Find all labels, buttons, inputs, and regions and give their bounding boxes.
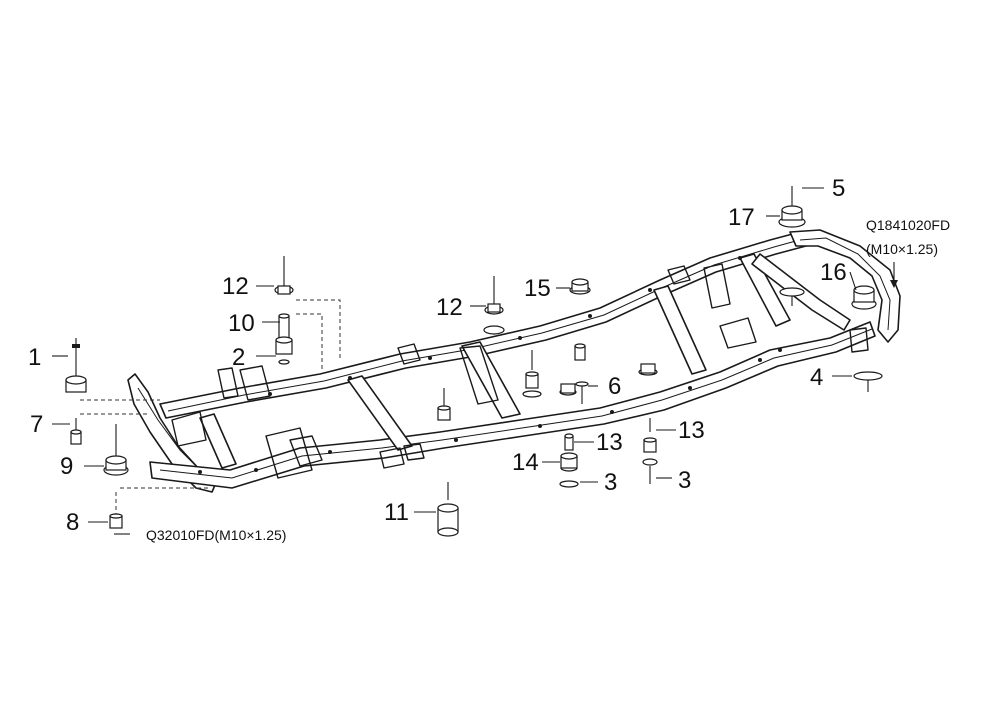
part-17-cushion	[778, 186, 806, 228]
part-notes: Q1841020FD (M10×1.25) Q32010FD(M10×1.25)	[146, 217, 950, 543]
callout-13b: 13	[678, 417, 705, 444]
callout-13a: 13	[596, 429, 623, 456]
part-6-bolt	[575, 381, 589, 404]
callout-1: 1	[28, 344, 41, 371]
rail-holes	[198, 256, 782, 474]
part-7-washer	[70, 418, 82, 445]
part-9-cushion	[103, 424, 129, 476]
crossmember-1	[199, 413, 237, 469]
rear-bolt-thread: (M10×1.25)	[866, 241, 938, 257]
callout-12b: 12	[436, 294, 463, 321]
part-16-cushion	[851, 285, 877, 310]
mid-mounts	[437, 350, 658, 421]
callout-15: 15	[524, 275, 551, 302]
chassis-frame	[127, 229, 901, 493]
part-11-cushion	[437, 482, 459, 537]
callout-16: 16	[820, 259, 847, 286]
rear-spacer	[779, 287, 805, 306]
callout-10: 10	[228, 310, 255, 337]
crossmember-5	[739, 253, 791, 327]
rear-bolt-code: Q1841020FD	[866, 217, 950, 233]
part-8-sleeve	[109, 492, 130, 535]
callout-6: 6	[608, 373, 621, 400]
near-side-rail	[149, 321, 876, 489]
part-4-washer	[853, 371, 883, 392]
part-group-13-14-3	[559, 433, 579, 488]
callout-labels: 1 7 9 8 12 10 2 12 15 6 13 13 14 3 3 11 …	[28, 175, 847, 536]
part-1-bolt-cushion	[65, 338, 87, 393]
crossmember-4	[653, 285, 707, 375]
callout-3a: 3	[604, 469, 617, 496]
part-12b-bolt-washer	[483, 276, 505, 335]
callout-11: 11	[384, 499, 409, 526]
callout-8: 8	[66, 509, 79, 536]
part-group-13-3-right	[642, 418, 658, 484]
callout-12a: 12	[222, 273, 249, 300]
rear-crossmember	[789, 229, 901, 343]
callout-5: 5	[832, 175, 845, 202]
callout-14: 14	[512, 449, 539, 476]
callout-7: 7	[30, 411, 43, 438]
callout-leaders	[52, 187, 857, 523]
part-15-cushion	[569, 278, 591, 361]
front-bolt-spec: Q32010FD(M10×1.25)	[146, 527, 286, 543]
callout-2: 2	[232, 344, 245, 371]
mount-parts	[65, 186, 898, 537]
crossmember-2	[347, 375, 413, 451]
callout-9: 9	[60, 453, 73, 480]
callout-3b: 3	[678, 467, 691, 494]
callout-17: 17	[728, 204, 755, 231]
part-stack-12-10-2	[274, 256, 294, 365]
callout-4: 4	[810, 364, 823, 391]
